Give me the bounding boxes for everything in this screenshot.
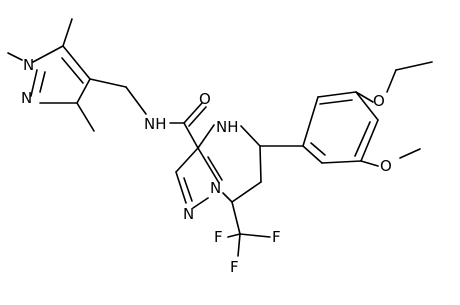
bond xyxy=(386,69,397,93)
bond xyxy=(321,160,362,164)
atom-label-ring-nh: NH xyxy=(216,118,239,136)
atom-label-carbonyl-oxygen: O xyxy=(199,90,211,108)
bond xyxy=(360,119,379,162)
bond xyxy=(62,18,73,47)
atom-label-methoxy-o-top: O xyxy=(373,92,385,110)
bond xyxy=(399,148,421,159)
bond xyxy=(188,106,207,127)
atom-label-f-bottom: F xyxy=(230,258,239,276)
bond xyxy=(197,147,220,184)
bond xyxy=(62,45,91,80)
bond xyxy=(76,102,95,132)
bond xyxy=(30,69,38,97)
bond xyxy=(240,125,261,147)
bond xyxy=(231,201,241,235)
bond xyxy=(237,233,241,257)
atom-label-f-right: F xyxy=(272,228,281,246)
bond xyxy=(183,102,203,124)
bond xyxy=(231,181,262,203)
bond xyxy=(259,145,262,183)
bond xyxy=(7,52,23,61)
bond xyxy=(302,145,323,164)
bond xyxy=(355,91,379,121)
bond xyxy=(207,156,223,181)
bond xyxy=(61,57,84,84)
bond xyxy=(175,171,187,204)
bond xyxy=(197,124,215,149)
bond xyxy=(317,91,357,98)
bond xyxy=(319,99,353,105)
atom-label-methoxy-o-bottom: O xyxy=(380,157,392,175)
bond xyxy=(39,71,46,93)
bond xyxy=(355,91,374,103)
bond xyxy=(354,121,371,157)
bond xyxy=(222,192,233,203)
bond xyxy=(239,233,271,238)
bond xyxy=(175,147,199,173)
atom-labels: O NH NH N N N N O O F F F xyxy=(21,56,392,276)
atom-label-ring-n1: N xyxy=(183,205,194,223)
bond xyxy=(302,96,319,147)
atom-label-f-left: F xyxy=(214,228,223,246)
bond xyxy=(227,233,241,238)
bond xyxy=(360,160,379,167)
bond xyxy=(395,61,433,71)
bond xyxy=(89,78,127,88)
bond-layer xyxy=(7,18,433,257)
bond xyxy=(125,86,147,115)
atom-label-pyrazole-n2: N xyxy=(21,89,32,107)
atom-label-ring-n7: N xyxy=(210,179,221,197)
bond xyxy=(183,122,199,149)
bond xyxy=(310,142,326,156)
atom-label-amide-nh: NH xyxy=(144,115,167,133)
bond xyxy=(183,177,193,202)
bond xyxy=(76,78,91,104)
bond xyxy=(32,45,64,63)
atom-label-pyrazole-n1: N xyxy=(23,56,34,74)
bond xyxy=(192,197,209,209)
